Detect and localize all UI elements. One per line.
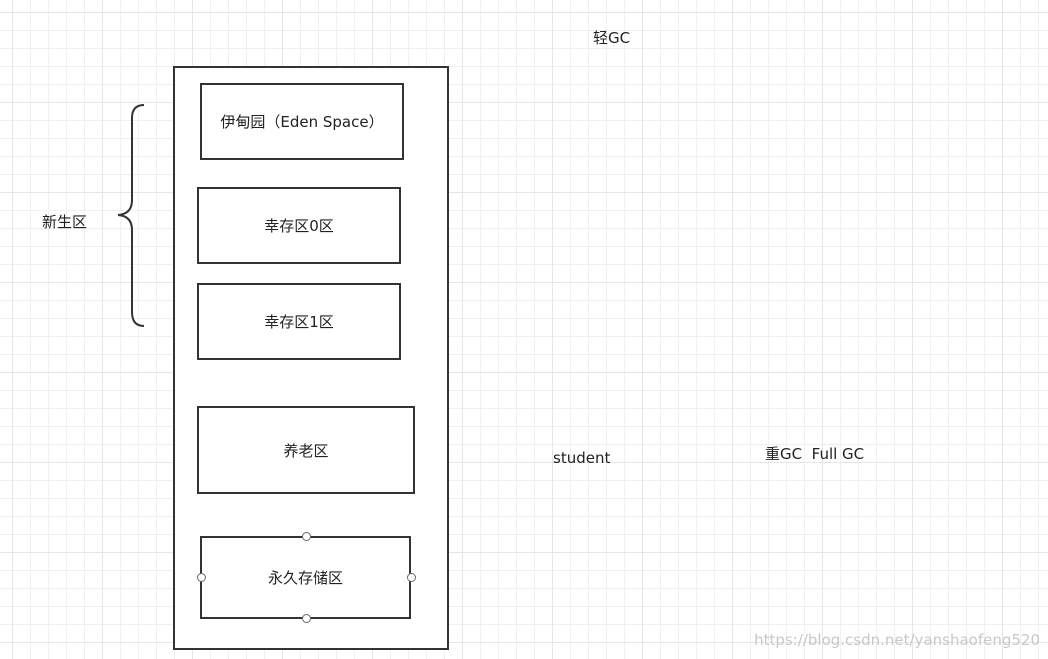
eden-space-label: 伊甸园（Eden Space） xyxy=(220,113,384,131)
young-gen-label: 新生区 xyxy=(42,213,88,231)
perm-gen-box[interactable]: 永久存储区 xyxy=(200,536,411,619)
resize-handle-bottom[interactable] xyxy=(302,614,311,623)
survivor1-box[interactable]: 幸存区1区 xyxy=(197,283,401,360)
old-gen-box[interactable]: 养老区 xyxy=(197,406,415,494)
eden-space-box[interactable]: 伊甸园（Eden Space） xyxy=(200,83,404,160)
student-label: student xyxy=(553,449,611,467)
curly-brace-icon xyxy=(117,104,145,327)
old-gen-label: 养老区 xyxy=(283,441,329,460)
survivor0-box[interactable]: 幸存区0区 xyxy=(197,187,401,264)
survivor1-label: 幸存区1区 xyxy=(264,313,334,331)
minor-gc-label: 轻GC xyxy=(593,29,631,47)
survivor0-label: 幸存区0区 xyxy=(264,217,334,235)
perm-gen-label: 永久存储区 xyxy=(267,569,343,587)
resize-handle-left[interactable] xyxy=(197,573,206,582)
resize-handle-right[interactable] xyxy=(407,573,416,582)
resize-handle-top[interactable] xyxy=(302,532,311,541)
watermark: https://blog.csdn.net/yanshaofeng520 xyxy=(754,631,1040,649)
full-gc-label: 重GC Full GC xyxy=(765,445,865,463)
